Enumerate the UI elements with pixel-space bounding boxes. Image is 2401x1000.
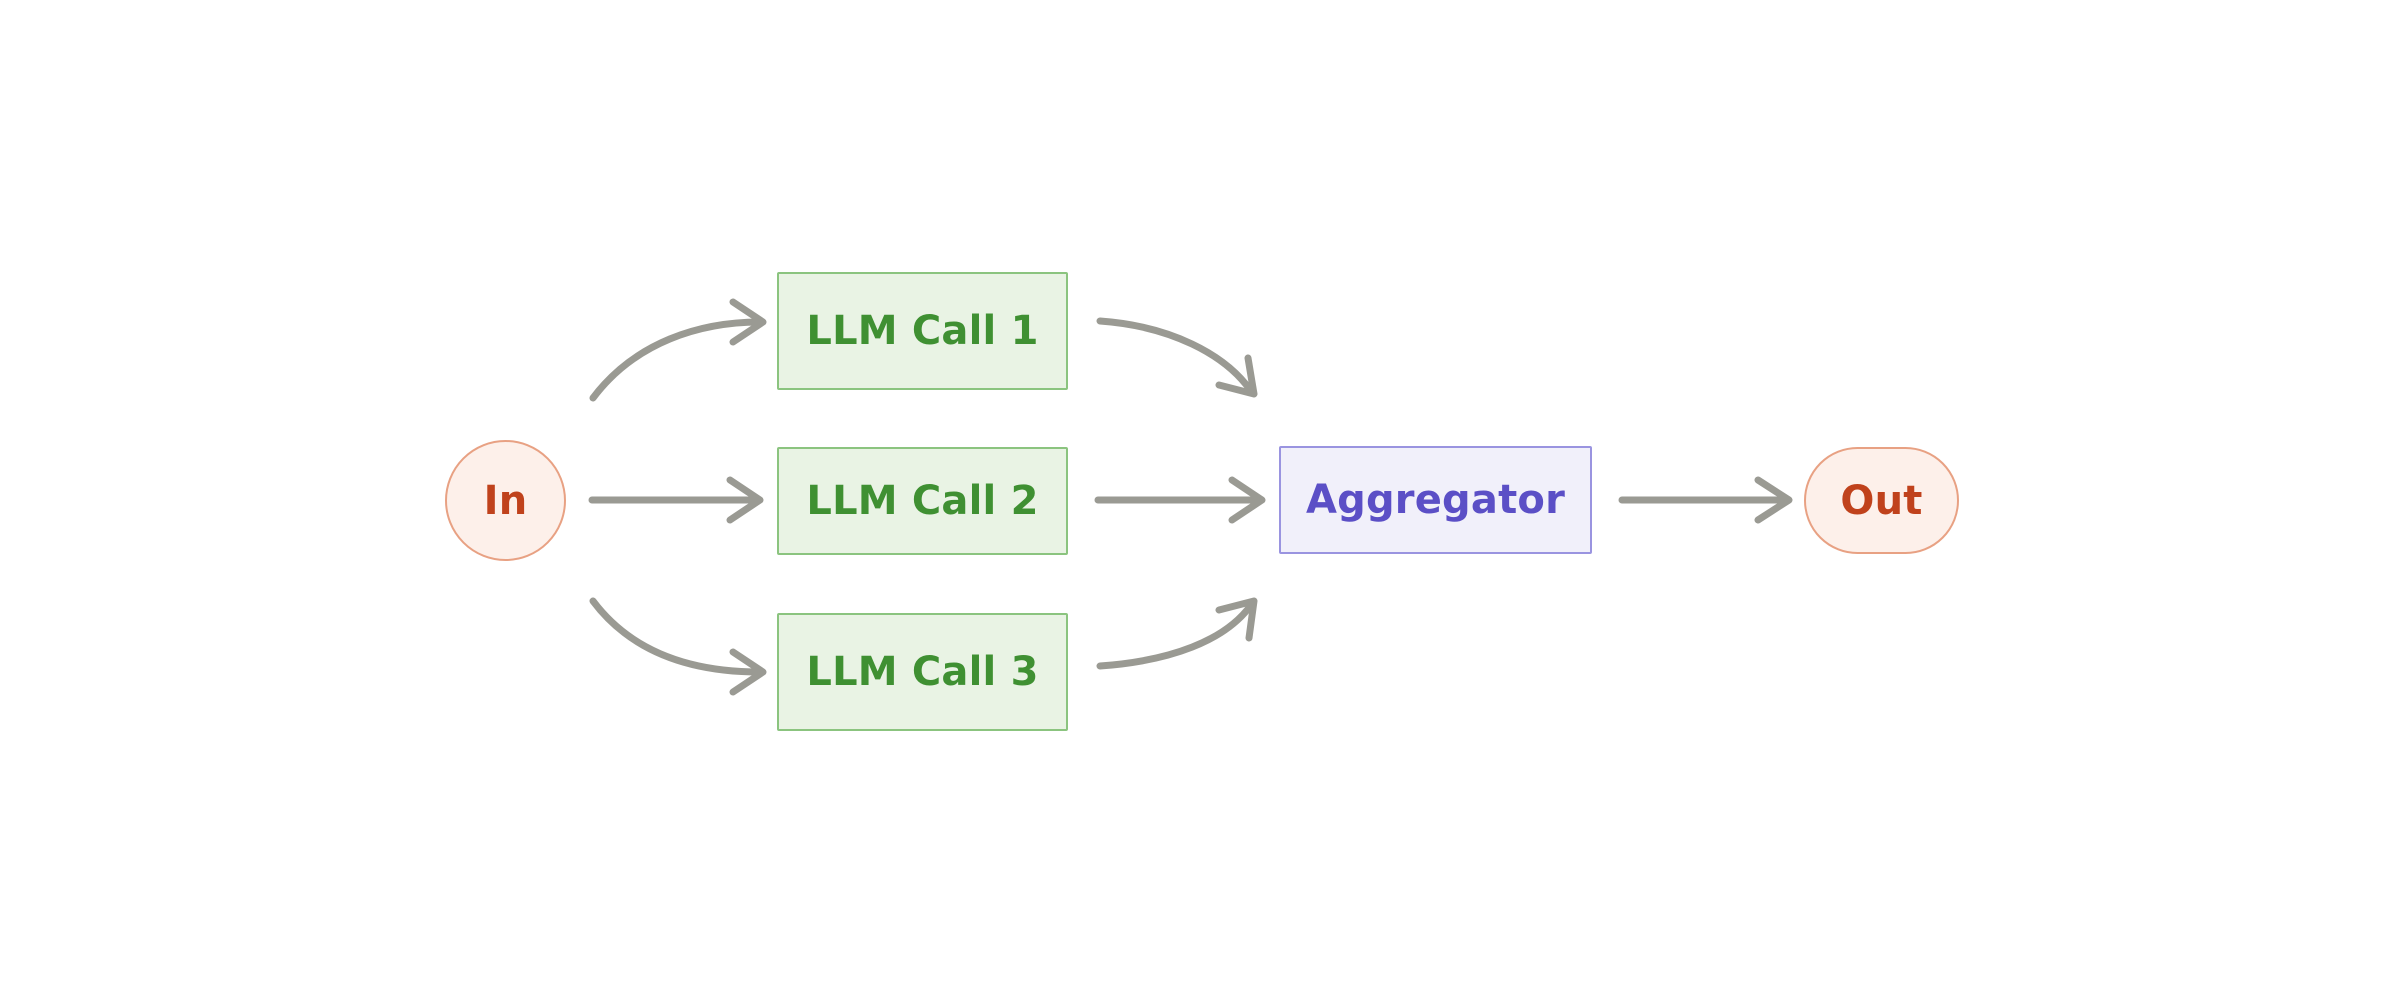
node-output-label: Out bbox=[1840, 477, 1923, 524]
edge-in-to-llm-call-2 bbox=[588, 476, 764, 524]
node-aggregator-label: Aggregator bbox=[1305, 477, 1566, 523]
edge-in-to-llm-call-3 bbox=[589, 597, 767, 696]
node-llm-call-1-label: LLM Call 1 bbox=[806, 308, 1039, 354]
edge-llm-call-1-to-aggregator bbox=[1096, 317, 1258, 398]
edge-in-to-llm-call-1 bbox=[589, 298, 767, 402]
edge-llm-call-3-to-aggregator bbox=[1096, 597, 1258, 670]
node-llm-call-1[interactable]: LLM Call 1 bbox=[777, 272, 1068, 390]
edge-llm-call-2-to-aggregator bbox=[1094, 476, 1266, 524]
node-input[interactable]: In bbox=[445, 440, 566, 561]
node-llm-call-2[interactable]: LLM Call 2 bbox=[777, 447, 1068, 555]
node-output[interactable]: Out bbox=[1804, 447, 1959, 554]
node-llm-call-2-label: LLM Call 2 bbox=[806, 478, 1039, 524]
node-aggregator[interactable]: Aggregator bbox=[1279, 446, 1592, 554]
node-llm-call-3-label: LLM Call 3 bbox=[806, 649, 1039, 695]
node-llm-call-3[interactable]: LLM Call 3 bbox=[777, 613, 1068, 731]
node-input-label: In bbox=[483, 477, 528, 524]
edge-aggregator-to-out bbox=[1618, 476, 1793, 524]
